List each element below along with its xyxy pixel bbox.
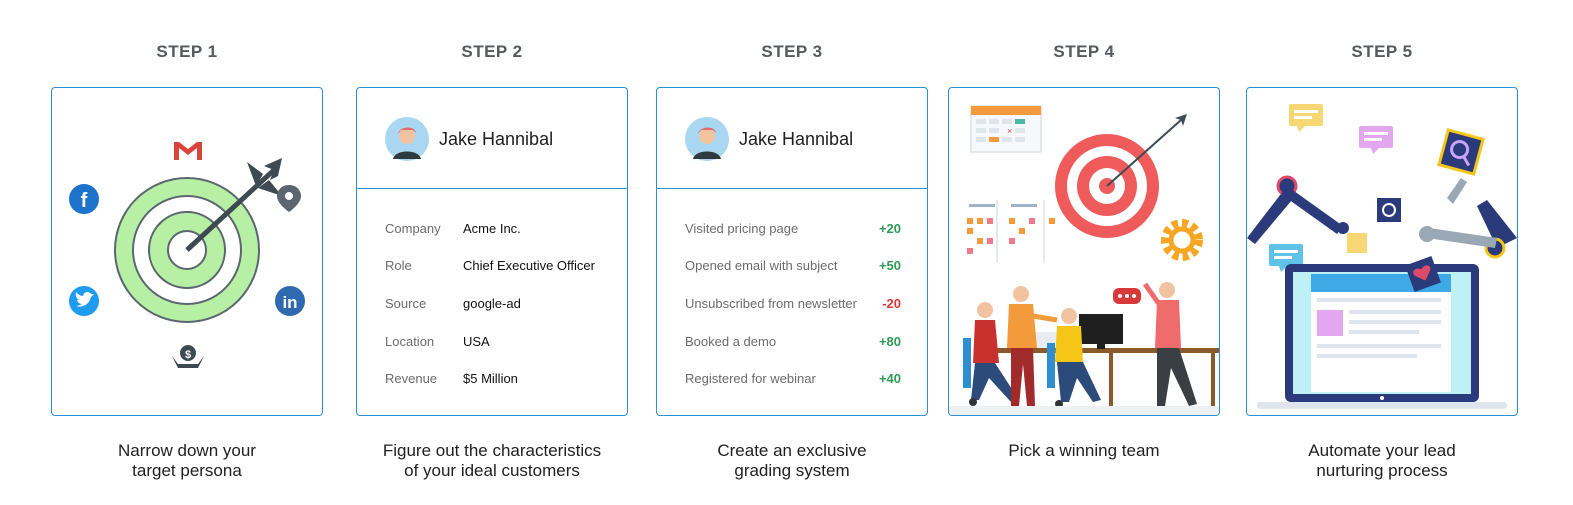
score-row: Registered for webinar +40	[685, 371, 901, 386]
linkedin-icon: in	[275, 286, 305, 316]
clock-icon	[1377, 198, 1401, 222]
avatar	[385, 117, 429, 161]
step-caption: Automate your lead nurturing process	[1308, 441, 1456, 480]
person-3	[1047, 308, 1101, 408]
automation-card	[1246, 87, 1518, 416]
step-1: STEP 1 f	[51, 0, 323, 505]
step-caption: Pick a winning team	[1008, 441, 1160, 460]
robot-arm-icon	[1247, 175, 1367, 253]
attribute-row: Role Chief Executive Officer	[385, 258, 595, 273]
team-illustration: ×	[949, 105, 1219, 415]
persona-target-card: f in $	[51, 87, 323, 416]
step-label: STEP 3	[761, 42, 823, 61]
contact-name: Jake Hannibal	[439, 129, 554, 149]
team-card: ×	[948, 87, 1220, 416]
chat-bubble-icon	[1269, 244, 1303, 272]
step-2: STEP 2 Jake Hannibal Company Acme Inc. R…	[356, 0, 628, 505]
step-caption: Figure out the characteristics of your i…	[382, 441, 602, 480]
target-illustration: f in $	[69, 140, 305, 368]
step-label: STEP 1	[156, 42, 218, 61]
chat-bubble-icon	[1289, 104, 1323, 132]
step-label: STEP 5	[1351, 42, 1413, 61]
person-2	[1007, 286, 1058, 406]
avatar	[685, 117, 729, 161]
desk	[997, 314, 1219, 408]
svg-text:$: $	[185, 349, 191, 361]
persona-profile-card: Jake Hannibal Company Acme Inc. Role Chi…	[356, 87, 628, 416]
attribute-row: Source google-ad	[385, 296, 521, 311]
chat-bubble-icon	[1359, 126, 1393, 154]
facebook-icon: f	[69, 184, 99, 214]
robot-arm-icon	[1419, 178, 1517, 259]
laptop-icon	[1257, 264, 1507, 409]
gmail-icon	[173, 140, 203, 160]
attribute-row: Company Acme Inc.	[385, 221, 521, 236]
attribute-row: Revenue $5 Million	[385, 371, 518, 386]
twitter-icon	[69, 286, 99, 316]
task-board	[967, 200, 1055, 263]
score-row: Unsubscribed from newsletter -20	[685, 296, 901, 311]
svg-text:f: f	[81, 190, 88, 212]
gear-icon	[1161, 219, 1203, 261]
calendar-icon: ×	[970, 105, 1042, 153]
target-icon	[1055, 114, 1187, 238]
grading-card: Jake Hannibal Visited pricing page +20 O…	[656, 87, 928, 416]
score-row: Booked a demo +80	[685, 334, 901, 349]
search-icon	[1437, 128, 1485, 176]
step-4: STEP 4 ×	[948, 0, 1220, 505]
profile-header: Jake Hannibal	[657, 88, 927, 189]
money-hand-icon: $	[172, 345, 204, 368]
step-label: STEP 2	[461, 42, 523, 61]
contact-name: Jake Hannibal	[739, 129, 854, 149]
step-caption: Narrow down your target persona	[118, 441, 256, 480]
location-pin-icon	[277, 185, 301, 212]
heart-icon	[1405, 256, 1441, 292]
step-caption: Create an exclusive grading system	[717, 441, 867, 480]
score-row: Visited pricing page +20	[685, 221, 901, 236]
person-4	[1142, 282, 1197, 406]
profile-header: Jake Hannibal	[357, 88, 627, 189]
automation-illustration	[1247, 104, 1517, 409]
chat-bubble-icon	[1113, 288, 1141, 304]
svg-text:in: in	[282, 293, 297, 312]
svg-text:×: ×	[1007, 126, 1012, 136]
step-5: STEP 5	[1246, 0, 1518, 505]
step-label: STEP 4	[1053, 42, 1115, 61]
attribute-row: Location USA	[385, 334, 490, 349]
arrow-icon	[185, 158, 282, 252]
person-1	[963, 302, 1019, 406]
step-3: STEP 3 Jake Hannibal Visited pricing pag…	[656, 0, 928, 505]
score-row: Opened email with subject +50	[685, 258, 901, 273]
